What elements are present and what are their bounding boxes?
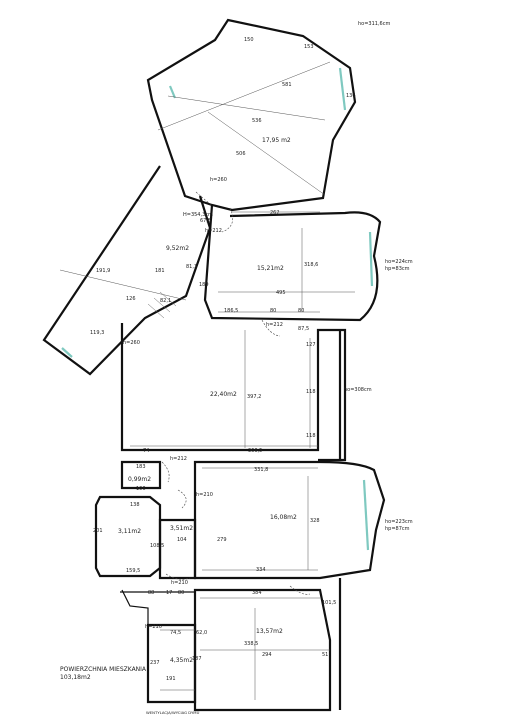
dim-label: 397,2 — [247, 394, 261, 400]
window-bay-upper — [368, 231, 374, 287]
dim-label: 150 — [244, 37, 254, 43]
dim-label: 118 — [306, 433, 316, 439]
height-h260-a: h=260 — [210, 177, 227, 183]
dim-label: 17 — [166, 590, 172, 596]
dim-label: 51 — [322, 652, 328, 658]
area-0-99: 0,99m2 — [128, 476, 151, 483]
dim-label: 334 — [256, 567, 266, 573]
dim-label: 536 — [252, 118, 262, 124]
height-h212-b: h=212 — [266, 322, 283, 328]
dim-label: 80 — [298, 308, 304, 314]
dim-label: 294 — [262, 652, 272, 658]
dimension-lines — [59, 61, 355, 700]
dim-label: 506 — [236, 151, 246, 157]
height-h210-b: h=210 — [171, 580, 188, 586]
dim-label: 82,1 — [160, 298, 171, 304]
area-3-51: 3,51m2 — [170, 525, 193, 532]
window-top-diag — [168, 85, 177, 99]
dim-label: 104 — [177, 537, 187, 543]
dim-label: 366,5 — [248, 448, 262, 454]
dim-label: 262 — [270, 210, 280, 216]
area-9-52: 9,52m2 — [166, 245, 189, 252]
dim-label: 338,5 — [244, 641, 258, 647]
dim-label: 187 — [192, 656, 202, 662]
dim-label: 186,5 — [224, 308, 238, 314]
stair-marks — [147, 291, 177, 319]
height-mid-right: ho=308cm — [344, 387, 372, 393]
dim-label: 87,5 — [298, 326, 309, 332]
summary-title: POWIERZCHNIA MIESZKANIA — [60, 666, 147, 673]
summary-value: 103,18m2 — [60, 674, 91, 681]
height-h212-a: h=212 — [205, 228, 222, 234]
room-22-40-walls — [120, 323, 347, 462]
dim-label: 127 — [306, 342, 316, 348]
room-16-08-walls — [193, 460, 386, 580]
dim-label: 108,5 — [150, 543, 164, 549]
dim-label: 119,3 — [90, 330, 104, 336]
area-15-21: 15,21m2 — [257, 265, 284, 272]
room-0-99-walls — [120, 460, 162, 490]
dim-label: 74,5 — [170, 630, 181, 636]
dim-label: 62,0 — [196, 630, 207, 636]
dim-label: 138 — [130, 502, 140, 508]
dim-label: 101,5 — [322, 600, 336, 606]
area-22-40: 22,40m2 — [210, 391, 237, 398]
dim-label: 318,6 — [304, 262, 318, 268]
dim-label: 384 — [252, 590, 262, 596]
area-16-08: 16,08m2 — [270, 514, 297, 521]
dim-label: 181 — [155, 268, 165, 274]
dim-label: 67,5 — [200, 218, 211, 224]
dim-label: 328 — [310, 518, 320, 524]
dim-label: 81,3 — [186, 264, 197, 270]
height-h260-b: h=260 — [123, 340, 140, 346]
height-bay-upper-1: ho=224cm — [385, 259, 413, 265]
dim-label: 159,5 — [126, 568, 140, 574]
dim-label: 126 — [126, 296, 136, 302]
window-corridor — [61, 347, 73, 358]
area-17-95: 17,95 m2 — [262, 137, 291, 144]
dim-label: 581 — [282, 82, 292, 88]
height-h212-c: h=212 — [170, 456, 187, 462]
window-bay-lower — [362, 479, 370, 551]
dim-label: 495 — [276, 290, 286, 296]
room-17-95-walls — [146, 18, 357, 212]
dim-label: 279 — [217, 537, 227, 543]
height-bay-lower-2: hp=87cm — [385, 526, 410, 532]
dim-label: 201 — [93, 528, 103, 534]
dim-label: 88 — [148, 590, 154, 596]
door-swings — [161, 191, 311, 595]
dim-label: 74 — [143, 448, 149, 454]
dim-label: 80 — [178, 590, 184, 596]
dim-label: 80 — [270, 308, 276, 314]
dim-label: 189 — [199, 282, 209, 288]
height-top-right: ho=311,6cm — [358, 21, 390, 27]
area-4-35: 4,35m2 — [170, 657, 193, 664]
height-h210-c: h=210 — [145, 624, 162, 630]
height-H354: H=354,3cm — [183, 212, 213, 218]
room-3-51-walls — [158, 518, 197, 580]
dim-label: 118 — [306, 389, 316, 395]
area-13-57: 13,57m2 — [256, 628, 283, 635]
dim-label: 237 — [150, 660, 160, 666]
room-4-35-walls — [146, 623, 197, 704]
dim-label: 153 — [304, 44, 314, 50]
dim-label: 106 — [136, 486, 146, 492]
dimension-labels: 150 153 136 581 536 506 262 318,6 495 18… — [90, 37, 356, 682]
height-h210-a: h=210 — [196, 492, 213, 498]
window-top-right — [338, 67, 347, 111]
dim-label: 136 — [346, 93, 356, 99]
height-bay-lower-1: ho=223cm — [385, 519, 413, 525]
dim-label: 191,9 — [96, 268, 110, 274]
bottom-left-wedge — [120, 589, 195, 625]
height-bay-upper-2: hp=83cm — [385, 266, 410, 272]
room-15-21-walls — [203, 204, 382, 322]
dim-label: 183 — [136, 464, 146, 470]
room-3-11-walls — [94, 495, 162, 578]
area-3-11: 3,11m2 — [118, 528, 141, 535]
dim-label: 331,8 — [254, 467, 268, 473]
ventilation-note: WENTYLACJA/WYCIAG DYMU — [146, 710, 200, 715]
dim-label: 191 — [166, 676, 176, 682]
